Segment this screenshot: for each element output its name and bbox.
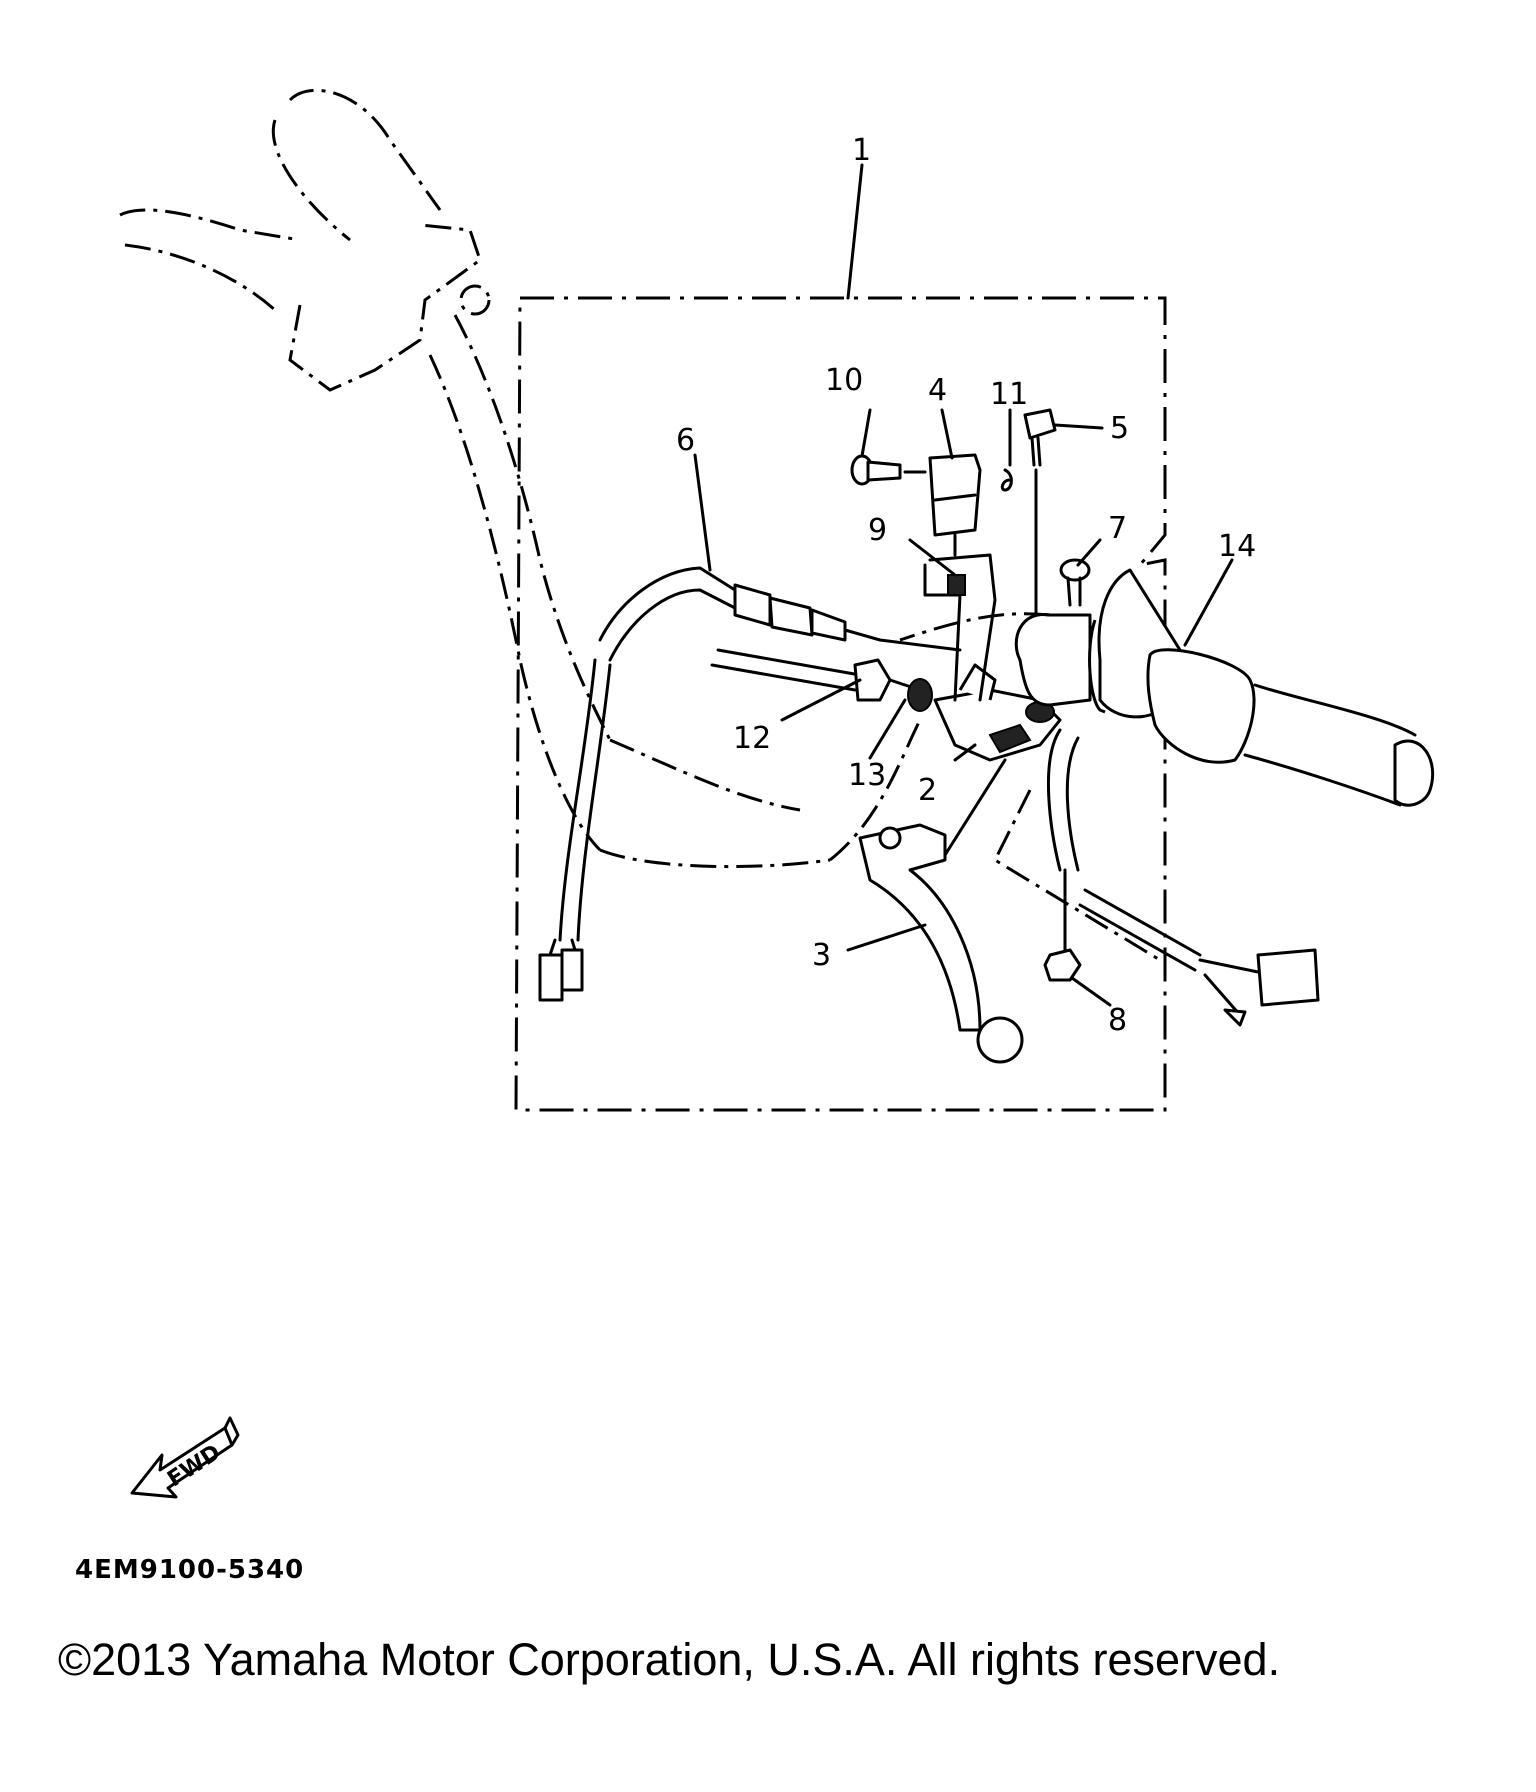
callout-8: 8 <box>1108 1003 1127 1038</box>
switch-wire <box>1047 728 1320 1027</box>
callout-1: 1 <box>852 133 871 168</box>
callout-13: 13 <box>848 758 886 793</box>
callout-12: 12 <box>733 721 771 756</box>
copyright-notice: ©2013 Yamaha Motor Corporation, U.S.A. A… <box>58 1634 1281 1685</box>
lever-holder-2 <box>933 663 1062 762</box>
callout-4: 4 <box>928 373 947 408</box>
fwd-arrow-icon: FWD <box>130 1416 240 1499</box>
diagram-code: 4EM9100-5340 <box>75 1555 305 1585</box>
callout-3: 3 <box>812 938 831 973</box>
screw-10 <box>850 454 927 486</box>
clip-11 <box>1000 468 1013 492</box>
lower-wire <box>538 658 612 1002</box>
phantom-handlebar <box>119 88 922 869</box>
callout-6: 6 <box>676 423 695 458</box>
switch-4 <box>923 453 997 702</box>
callout-11: 11 <box>990 377 1028 412</box>
screw-7 <box>1059 558 1091 607</box>
callout-2: 2 <box>918 773 937 808</box>
callout-9: 9 <box>868 513 887 548</box>
callout-7: 7 <box>1108 511 1127 546</box>
callout-5: 5 <box>1110 411 1129 446</box>
leader-lines <box>693 163 1234 1007</box>
clutch-cable <box>710 648 933 712</box>
cable-6 <box>598 566 962 662</box>
handle-switch-14 <box>899 568 1435 807</box>
callout-10: 10 <box>825 363 863 398</box>
nut-8 <box>1043 868 1082 982</box>
callout-14: 14 <box>1218 529 1256 564</box>
lever-3 <box>858 758 1024 1064</box>
assembly-boundary-box <box>514 296 1167 1112</box>
lever-axis-line <box>993 789 1161 962</box>
